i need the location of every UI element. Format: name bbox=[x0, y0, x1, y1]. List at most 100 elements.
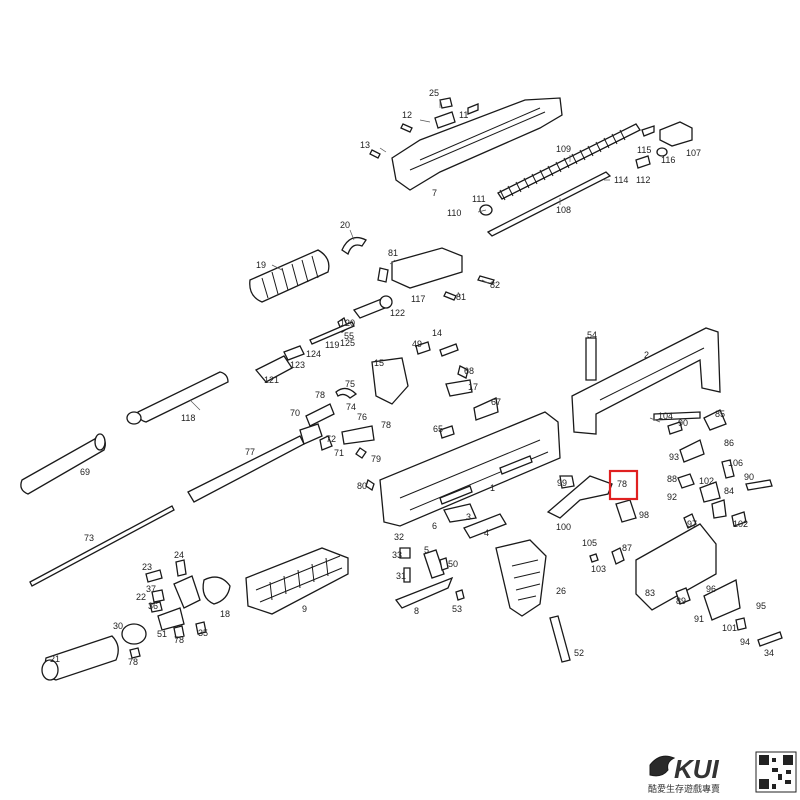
qr-code-icon bbox=[755, 751, 797, 793]
part-label-105: 105 bbox=[582, 538, 597, 548]
part-label-76: 76 bbox=[357, 412, 367, 422]
part-label-22: 22 bbox=[136, 592, 146, 602]
part-label-32: 32 bbox=[394, 532, 404, 542]
part-label-80: 80 bbox=[357, 481, 367, 491]
fire-control-group bbox=[546, 421, 783, 647]
part-label-34: 34 bbox=[764, 648, 774, 658]
dust-cover-group bbox=[369, 97, 563, 191]
part-number-labels: 25 1 2 11 13 7 109 110 111 108 107 115 11… bbox=[50, 88, 774, 667]
part-label-2: 2 bbox=[644, 350, 649, 360]
part-label-52: 52 bbox=[574, 648, 584, 658]
part-label-78d: 78 bbox=[174, 635, 184, 645]
part-label-96: 96 bbox=[706, 584, 716, 594]
part-label-107: 107 bbox=[686, 148, 701, 158]
part-label-125: 125 bbox=[340, 338, 355, 348]
stock-group bbox=[571, 327, 727, 435]
part-label-51: 51 bbox=[157, 629, 167, 639]
part-label-13: 13 bbox=[360, 140, 370, 150]
part-label-82: 82 bbox=[490, 280, 500, 290]
part-label-4: 4 bbox=[484, 528, 489, 538]
part-label-23: 23 bbox=[142, 562, 152, 572]
grip-group bbox=[394, 503, 571, 663]
part-label-14: 14 bbox=[432, 328, 442, 338]
part-label-103: 103 bbox=[591, 564, 606, 574]
svg-text:KUI: KUI bbox=[674, 754, 720, 784]
part-label-118: 118 bbox=[181, 413, 195, 423]
part-label-83: 83 bbox=[645, 588, 655, 598]
part-label-24: 24 bbox=[174, 550, 184, 560]
logo-swirl-icon bbox=[649, 755, 676, 777]
part-label-99: 99 bbox=[557, 478, 567, 488]
part-label-71: 71 bbox=[334, 448, 344, 458]
part-label-65: 65 bbox=[433, 424, 443, 434]
part-label-117: 117 bbox=[411, 294, 425, 304]
part-label-6: 6 bbox=[432, 521, 437, 531]
part-label-119: 119 bbox=[325, 340, 339, 350]
part-label-68: 68 bbox=[464, 366, 474, 376]
part-label-89: 89 bbox=[676, 596, 686, 606]
recoil-spring-group bbox=[479, 121, 693, 237]
part-label-81: 81 bbox=[388, 248, 398, 258]
part-label-102b: 102 bbox=[733, 519, 748, 529]
part-label-109: 109 bbox=[556, 144, 571, 154]
part-label-102a: 102 bbox=[699, 476, 714, 486]
part-label-54: 54 bbox=[587, 330, 597, 340]
lower-handguard-group bbox=[245, 547, 349, 615]
part-label-78a: 78 bbox=[315, 390, 325, 400]
part-label-124: 124 bbox=[306, 349, 321, 359]
leader-lines bbox=[189, 100, 661, 423]
part-label-94: 94 bbox=[740, 637, 750, 647]
part-label-121: 121 bbox=[264, 375, 279, 385]
part-label-72: 72 bbox=[326, 434, 336, 444]
part-label-115: 115 bbox=[637, 145, 651, 155]
part-label-74: 74 bbox=[346, 402, 356, 412]
part-label-78b: 78 bbox=[381, 420, 391, 430]
part-label-21: 21 bbox=[50, 654, 60, 664]
part-label-95: 95 bbox=[756, 601, 766, 611]
part-label-11: 11 bbox=[459, 110, 468, 120]
part-label-20: 20 bbox=[340, 220, 350, 230]
part-label-67: 67 bbox=[491, 397, 501, 407]
part-label-1: 1 bbox=[490, 483, 495, 493]
part-label-69: 69 bbox=[80, 467, 90, 477]
part-label-19: 19 bbox=[256, 260, 266, 270]
part-label-25: 25 bbox=[429, 88, 439, 98]
part-label-78e: 78 bbox=[128, 657, 138, 667]
part-label-73: 73 bbox=[84, 533, 94, 543]
part-label-104: 104 bbox=[658, 411, 673, 421]
part-label-101: 101 bbox=[722, 623, 737, 633]
part-label-77: 77 bbox=[245, 447, 255, 457]
part-label-55: 55 bbox=[344, 331, 354, 341]
part-label-88: 88 bbox=[667, 474, 677, 484]
part-label-15: 15 bbox=[374, 358, 384, 368]
part-label-3: 3 bbox=[466, 512, 471, 522]
part-label-78c: 78 bbox=[617, 479, 627, 489]
part-label-8: 8 bbox=[414, 606, 419, 616]
part-label-86: 86 bbox=[724, 438, 734, 448]
part-label-50: 50 bbox=[448, 559, 458, 569]
part-label-110: 110 bbox=[447, 208, 461, 218]
part-label-98: 98 bbox=[639, 510, 649, 520]
highlight-box bbox=[608, 469, 639, 501]
part-label-90a: 90 bbox=[678, 418, 688, 428]
part-label-111: 111 bbox=[472, 194, 486, 204]
part-label-114: 114 bbox=[614, 175, 628, 185]
part-label-97: 97 bbox=[687, 519, 697, 529]
part-label-106: 106 bbox=[728, 458, 743, 468]
part-label-79: 79 bbox=[371, 454, 381, 464]
part-label-87: 87 bbox=[622, 543, 632, 553]
part-label-93: 93 bbox=[669, 452, 679, 462]
part-label-53: 53 bbox=[452, 604, 462, 614]
part-label-37: 37 bbox=[146, 584, 156, 594]
part-label-112: 112 bbox=[636, 175, 650, 185]
part-label-123: 123 bbox=[290, 360, 305, 370]
part-label-70: 70 bbox=[290, 408, 300, 418]
part-label-100: 100 bbox=[556, 522, 571, 532]
part-label-7: 7 bbox=[432, 188, 437, 198]
part-label-108: 108 bbox=[556, 205, 571, 215]
part-label-35: 35 bbox=[198, 628, 208, 638]
receiver-group bbox=[371, 341, 561, 527]
part-label-84: 84 bbox=[724, 486, 734, 496]
brand-logo: KUI 酷愛生存遊戲專賣 bbox=[648, 754, 720, 794]
